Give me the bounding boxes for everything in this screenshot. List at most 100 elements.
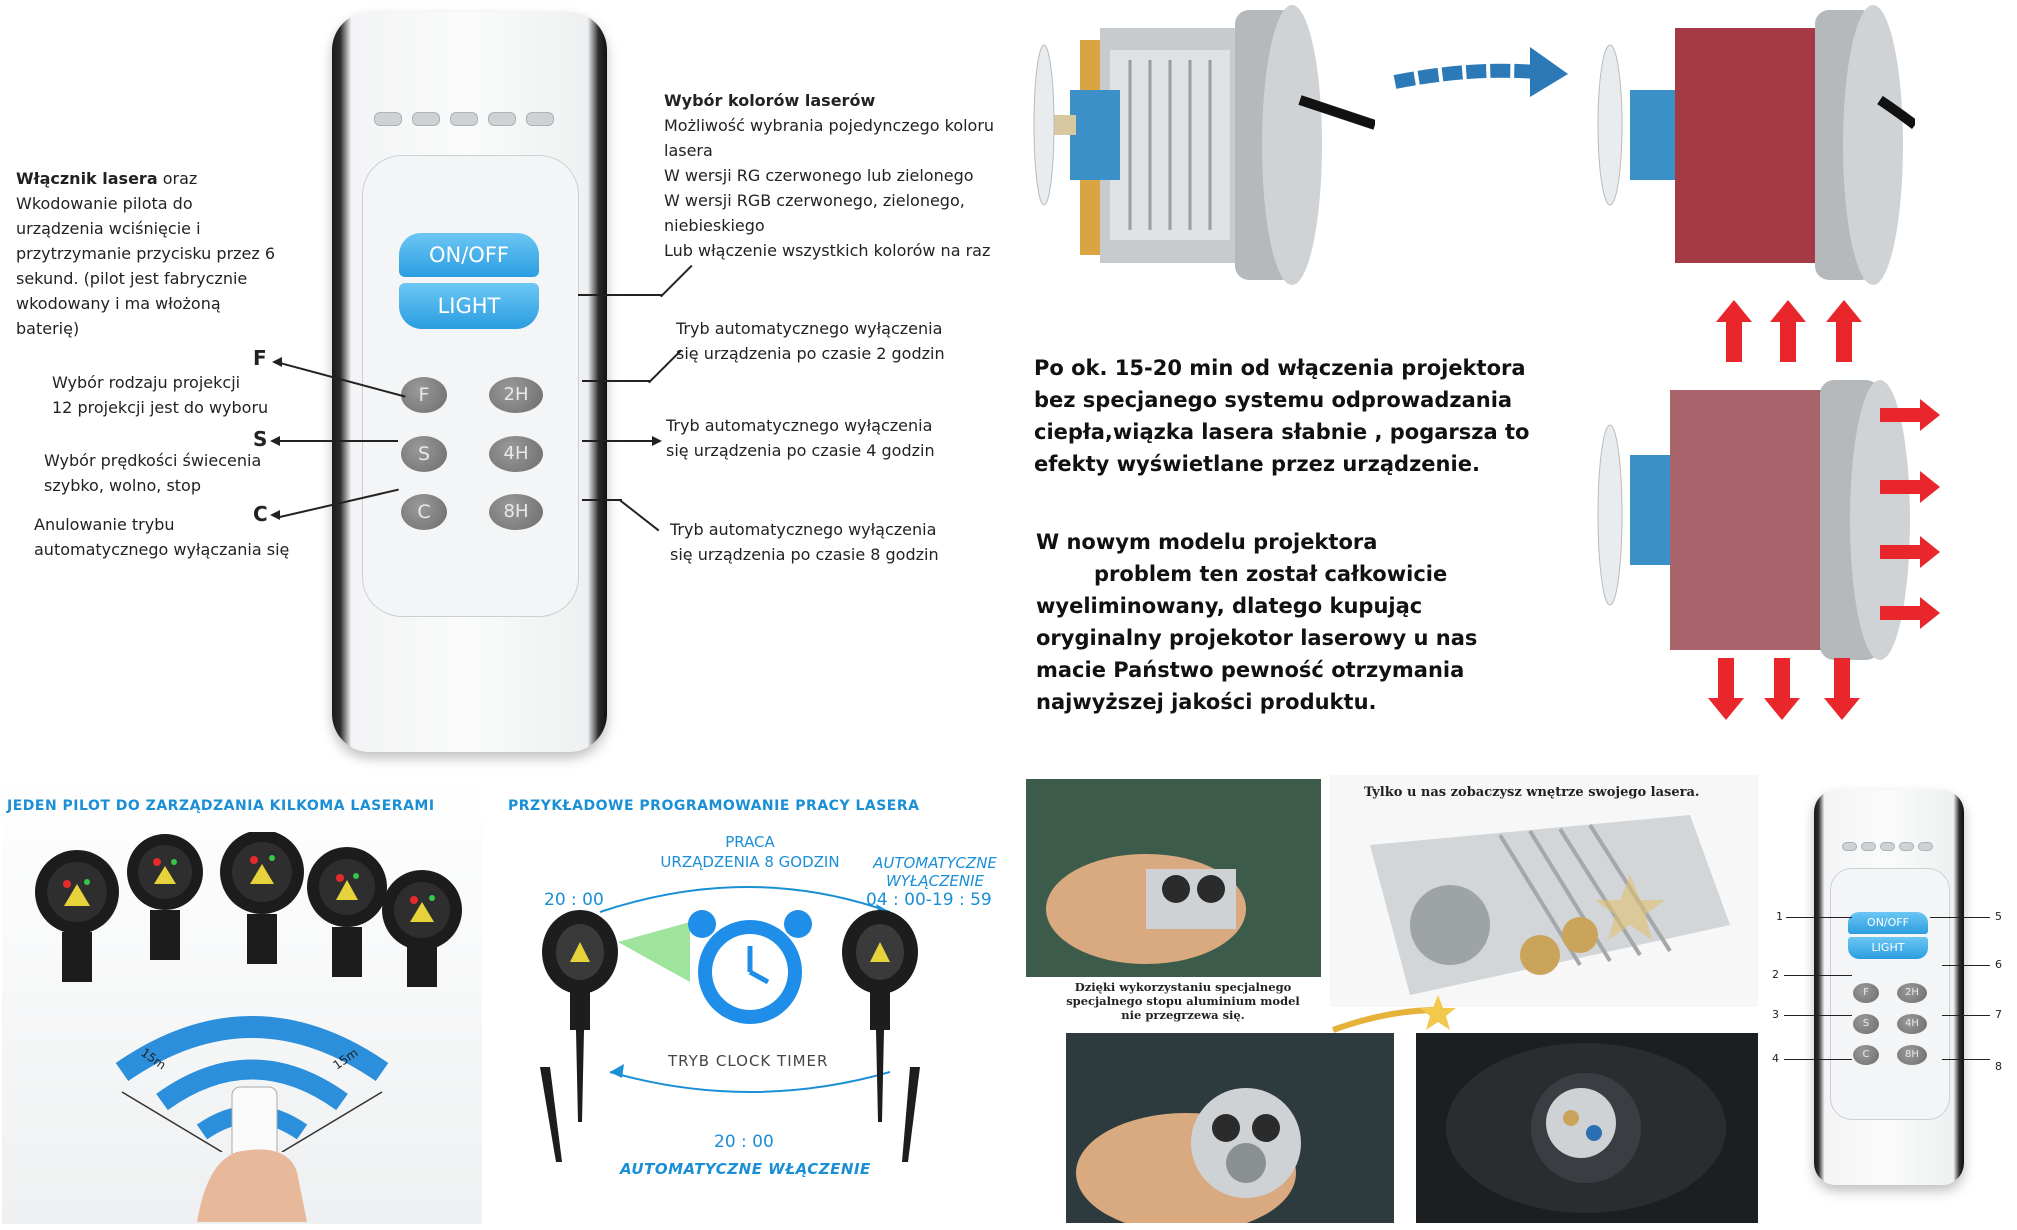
- pointer-line: [278, 440, 398, 442]
- callout-number-1: 1: [1776, 910, 1783, 923]
- small-remote: ON/OFF LIGHT F 2H S 4H C 8H: [1814, 790, 1964, 1185]
- indicator-dot: [488, 112, 516, 126]
- 8h-label: Tryb automatycznego wyłączenia się urząd…: [670, 517, 939, 567]
- laser-module-photo: [1033, 5, 1375, 285]
- 4h-label: Tryb automatycznego wyłączenia się urząd…: [666, 413, 935, 463]
- pointer-arrow: [652, 436, 662, 446]
- c-label: Anulowanie trybu automatycznego wyłączan…: [34, 512, 289, 562]
- indicator-dot: [1842, 842, 1857, 851]
- red-arrow-stem: [1834, 658, 1850, 698]
- colors-title: Wybór kolorów laserów: [664, 91, 876, 110]
- heat-line: Po ok. 15-20 min od włączenia projektora: [1034, 356, 1526, 380]
- blue-arrow-icon: [1393, 47, 1568, 97]
- timer-panel: PRZYKŁADOWE PROGRAMOWANIE PRACY LASERA P…: [490, 772, 1020, 1224]
- auto-on-label: AUTOMATYCZNE WŁĄCZENIE: [620, 1160, 871, 1178]
- red-arrow-stem: [1880, 408, 1920, 422]
- timer-heading: PRZYKŁADOWE PROGRAMOWANIE PRACY LASERA: [508, 798, 920, 814]
- power-line: sekund. (pilot jest fabrycznie: [16, 269, 248, 288]
- power-line: baterię): [16, 319, 80, 338]
- power-label: Włącznik lasera oraz Wkodowanie pilota d…: [16, 166, 316, 341]
- light-button[interactable]: LIGHT: [399, 283, 539, 329]
- pointer-line: [582, 380, 650, 382]
- small-s-button[interactable]: S: [1853, 1014, 1879, 1034]
- c-button[interactable]: C: [401, 494, 447, 530]
- f-button[interactable]: F: [401, 377, 447, 413]
- s-button[interactable]: S: [401, 436, 447, 472]
- indicator-dot: [1880, 842, 1895, 851]
- small-on-off-button[interactable]: ON/OFF: [1848, 912, 1928, 934]
- heat-warning-text: Po ok. 15-20 min od włączenia projektora…: [1034, 352, 1529, 480]
- red-arrow-up-icon: [1770, 300, 1806, 322]
- s-line: szybko, wolno, stop: [44, 476, 201, 495]
- indicator-dot: [374, 112, 402, 126]
- callout-number-8: 8: [1995, 1060, 2002, 1073]
- red-arrow-stem: [1718, 658, 1734, 698]
- callout-line: [1930, 917, 1990, 918]
- small-2h-button[interactable]: 2H: [1897, 983, 1927, 1003]
- heat-line: ciepła,wiązka lasera słabnie , pogarsza …: [1034, 420, 1530, 444]
- 8h-button[interactable]: 8H: [489, 494, 543, 530]
- small-light-button[interactable]: LIGHT: [1848, 937, 1928, 959]
- pointer-arrow: [270, 510, 280, 520]
- one-remote-panel: JEDEN PILOT DO ZARZĄDZANIA KILKOMA LASER…: [2, 772, 482, 1224]
- pointer-line: [648, 349, 682, 384]
- f-letter: F: [253, 346, 267, 370]
- pointer-line: [582, 499, 622, 501]
- f-line: Wybór rodzaju projekcji: [52, 373, 241, 392]
- small-4h-button[interactable]: 4H: [1897, 1014, 1927, 1034]
- red-arrow-down-icon: [1708, 698, 1744, 720]
- indicator-dot: [412, 112, 440, 126]
- 2h-line: Tryb automatycznego wyłączenia: [676, 319, 943, 338]
- hot-laser-module-photo: [1597, 5, 1915, 285]
- heat-dissipation-photo: [1597, 380, 1910, 660]
- callout-number-6: 6: [1995, 958, 2002, 971]
- red-arrow-down-icon: [1764, 698, 1800, 720]
- clock-timer-label: TRYB CLOCK TIMER: [668, 1052, 829, 1070]
- red-arrow-down-icon: [1824, 698, 1860, 720]
- model-line: oryginalny projekotor laserowy u nas: [1036, 626, 1478, 650]
- c-line: automatycznego wyłączania się: [34, 540, 290, 559]
- callout-number-5: 5: [1995, 910, 2002, 923]
- callout-line: [1942, 965, 1990, 966]
- c-line: Anulowanie trybu: [34, 515, 175, 534]
- one-remote-heading: JEDEN PILOT DO ZARZĄDZANIA KILKOMA LASER…: [7, 798, 435, 814]
- remote-button-panel: ON/OFF LIGHT F 2H S 4H C 8H: [362, 155, 579, 617]
- red-arrow-up-icon: [1826, 300, 1862, 322]
- 4h-button[interactable]: 4H: [489, 436, 543, 472]
- 4h-line: się urządzenia po czasie 4 godzin: [666, 441, 935, 460]
- callout-line: [1784, 975, 1852, 976]
- colors-line: lasera: [664, 141, 713, 160]
- callout-line: [1942, 1059, 1990, 1060]
- work-duration: PRACA URZĄDZENIA 8 GODZIN: [620, 832, 880, 872]
- red-arrow-stem: [1880, 606, 1920, 620]
- pointer-arrow: [272, 357, 282, 367]
- red-arrow-up-icon: [1716, 300, 1752, 322]
- work-line: PRACA: [725, 833, 775, 851]
- caption-line: Dzięki wykorzystaniu specjalnego: [1074, 980, 1292, 994]
- laser-projectors-illustration: [35, 832, 462, 987]
- 8h-line: Tryb automatycznego wyłączenia: [670, 520, 937, 539]
- red-arrow-stem: [1780, 322, 1796, 362]
- hand-module-photo-2: [1066, 1033, 1394, 1223]
- callout-line: [1942, 1015, 1990, 1016]
- s-letter: S: [253, 427, 268, 451]
- model-line: wyeliminowany, dlatego kupując: [1036, 594, 1423, 618]
- small-8h-button[interactable]: 8H: [1897, 1045, 1927, 1065]
- hand-module-photo: [1026, 779, 1321, 977]
- power-line: Wkodowanie pilota do: [16, 194, 193, 213]
- pointer-line: [618, 499, 660, 532]
- callout-number-4: 4: [1772, 1052, 1779, 1065]
- red-arrow-stem: [1880, 545, 1920, 559]
- red-arrow-stem: [1726, 322, 1742, 362]
- pointer-line: [582, 440, 652, 442]
- on-off-button[interactable]: ON/OFF: [399, 233, 539, 277]
- red-arrow-right-icon: [1920, 536, 1940, 568]
- hand-holding-remote-illustration: [197, 1086, 307, 1222]
- off-time-range: 04 : 00-19 : 59: [866, 890, 992, 910]
- s-label: Wybór prędkości świecenia szybko, wolno,…: [44, 448, 261, 498]
- small-c-button[interactable]: C: [1853, 1045, 1879, 1065]
- red-arrow-right-icon: [1920, 399, 1940, 431]
- small-f-button[interactable]: F: [1853, 983, 1879, 1003]
- module-interior-illustration: [1370, 815, 1730, 995]
- 2h-button[interactable]: 2H: [489, 377, 543, 413]
